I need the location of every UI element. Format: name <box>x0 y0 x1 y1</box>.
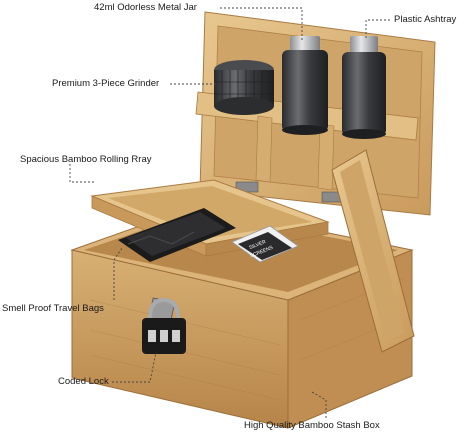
travel-bag-product <box>118 208 236 262</box>
label-grinder: Premium 3-Piece Grinder <box>52 78 160 89</box>
standing-panel <box>331 149 415 353</box>
label-coded-lock: Coded Lock <box>58 376 109 387</box>
label-rolling-tray: Spacious Bamboo Rolling Rray <box>20 154 152 165</box>
label-stash-box: High Quality Bamboo Stash Box <box>244 420 380 431</box>
label-metal-jar: 42ml Odorless Metal Jar <box>94 2 197 13</box>
label-ashtray: Plastic Ashtray <box>394 14 457 25</box>
grinder-product <box>214 60 274 115</box>
label-travel-bags: Smell Proof Travel Bags <box>2 303 104 314</box>
ashtray-product <box>342 36 386 139</box>
combination-lock <box>142 297 186 354</box>
silver-screens-pack: SILVER SCREENS <box>231 225 299 263</box>
metal-jar-product <box>282 36 328 135</box>
callout-lines <box>69 7 390 418</box>
